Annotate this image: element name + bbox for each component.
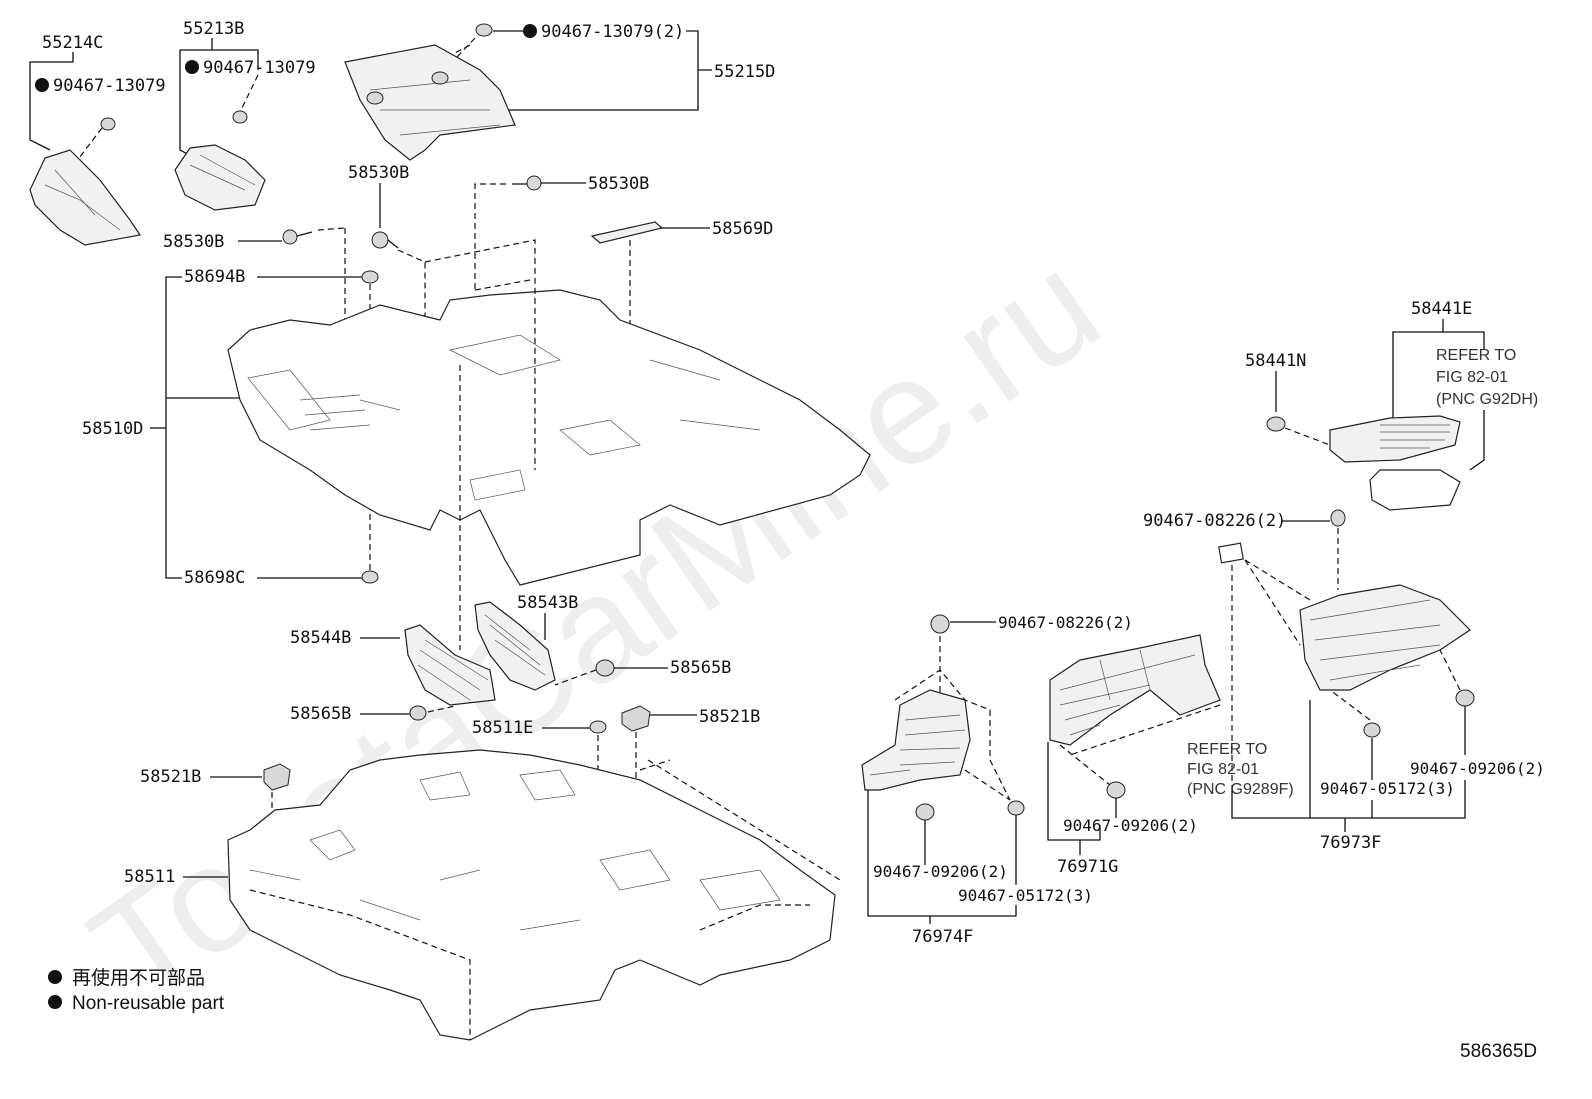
grommet-icon: [361, 270, 379, 284]
non-reusable-dot-icon: [523, 24, 537, 38]
label-58565B-2[interactable]: 58565B: [290, 704, 351, 724]
bolt-icon: [371, 231, 389, 249]
part-76974F-group: 90467-08226(2) 90467-09206(2) 90467-0517…: [861, 613, 1133, 947]
part-55214C-group: 55214C 90467-13079: [29, 33, 166, 246]
label-90467-08226-b[interactable]: 90467-08226(2): [998, 613, 1133, 632]
clip-icon: [1363, 722, 1381, 738]
clip-icon: [409, 705, 427, 721]
label-90467-05172-b[interactable]: 90467-05172(3): [1320, 779, 1455, 798]
part-58441-group: 58441E REFER TO FIG 82-01 (PNC G92DH) 58…: [1245, 299, 1538, 511]
fastener-58565B-group: 58565B 58565B: [290, 658, 731, 724]
label-58698C[interactable]: 58698C: [184, 568, 245, 588]
legend: 再使用不可部品 Non-reusable part: [48, 967, 225, 1014]
label-58511[interactable]: 58511: [124, 867, 175, 887]
part-55215D-group: 90467-13079(2) 55215D: [344, 22, 775, 161]
label-58569D[interactable]: 58569D: [712, 219, 773, 239]
part-58544B-group: 58544B: [290, 624, 496, 706]
clip-icon: [595, 659, 615, 677]
ref-58441E-line2: FIG 82-01: [1436, 369, 1508, 386]
label-76974F[interactable]: 76974F: [912, 927, 973, 947]
label-58565B-1[interactable]: 58565B: [670, 658, 731, 678]
label-55213B[interactable]: 55213B: [183, 19, 244, 39]
part-58510D-group: 58694B 58510D 58698C: [82, 239, 871, 588]
grommet-icon: [361, 570, 379, 584]
label-90467-08226-a[interactable]: 90467-08226(2): [1143, 511, 1286, 531]
non-reusable-dot-icon: [185, 60, 199, 74]
label-58441E[interactable]: 58441E: [1411, 299, 1472, 319]
label-58510D[interactable]: 58510D: [82, 419, 143, 439]
label-58530B-2[interactable]: 58530B: [588, 174, 649, 194]
ref-58441E-line3: (PNC G92DH): [1436, 391, 1538, 408]
label-58521B-1[interactable]: 58521B: [699, 707, 760, 727]
label-90467-09206-c[interactable]: 90467-09206(2): [1410, 759, 1545, 778]
part-55213B-group: 55213B 90467-13079: [174, 19, 316, 211]
label-58521B-2[interactable]: 58521B: [140, 767, 201, 787]
clip-icon: [1266, 416, 1286, 432]
part-76971G-shape: [1049, 634, 1221, 746]
part-58441-cover-shape: [1369, 469, 1461, 511]
part-58569D-group: 58569D: [590, 219, 773, 400]
clip-icon: [100, 117, 116, 131]
bolt-icon: [282, 229, 298, 245]
label-58544B[interactable]: 58544B: [290, 628, 351, 648]
label-90467-13079-a[interactable]: 90467-13079: [53, 76, 166, 96]
label-58441N[interactable]: 58441N: [1245, 351, 1306, 371]
legend-jp: 再使用不可部品: [72, 967, 205, 989]
label-55214C[interactable]: 55214C: [42, 33, 103, 53]
non-reusable-dot-icon: [48, 970, 62, 984]
ref-58441E-line1: REFER TO: [1436, 347, 1516, 364]
fastener-58530B-group: 58530B 58530B 58530B: [163, 163, 649, 440]
part-76974F-shape: [861, 689, 971, 791]
clip-icon: [1007, 800, 1025, 816]
part-58441E-shape: [1329, 415, 1461, 463]
label-58694B[interactable]: 58694B: [184, 267, 245, 287]
floor-carpet-rear-shape: [227, 749, 836, 1041]
clip-58521B-icon: [263, 763, 291, 791]
part-55213B-shape: [174, 144, 266, 211]
grommet-icon: [589, 720, 607, 734]
label-90467-09206-a[interactable]: 90467-09206(2): [873, 862, 1008, 881]
part-76971G-group: 90467-09206(2) 76971G: [1047, 634, 1221, 877]
clip-icon: [915, 803, 935, 821]
figure-reference: 586365D: [1460, 1041, 1537, 1062]
part-58543B-group: 58543B: [459, 365, 578, 691]
part-55214C-shape: [29, 149, 142, 246]
ref-76973F-line3: (PNC G9289F): [1187, 781, 1294, 798]
non-reusable-dot-icon: [35, 78, 49, 92]
label-55215D[interactable]: 55215D: [714, 62, 775, 82]
label-90467-13079-2[interactable]: 90467-13079(2): [541, 22, 684, 42]
label-90467-05172-a[interactable]: 90467-05172(3): [958, 886, 1093, 905]
label-90467-09206-b[interactable]: 90467-09206(2): [1063, 816, 1198, 835]
part-76973F-shape: [1299, 584, 1471, 691]
legend-en: Non-reusable part: [72, 993, 225, 1014]
part-58511-group: 58511: [124, 749, 836, 1041]
clip-icon: [1455, 689, 1475, 707]
clip-icon: [1330, 509, 1346, 527]
part-58569D-shape: [590, 221, 664, 244]
floor-carpet-front-shape: [227, 289, 871, 586]
non-reusable-dot-icon: [48, 995, 62, 1009]
label-58511E[interactable]: 58511E: [472, 718, 533, 738]
clip-58521B-icon: [621, 705, 651, 732]
part-55215D-shape: [344, 44, 516, 161]
reference-tag-icon: [1218, 542, 1244, 564]
clip-icon: [232, 110, 248, 124]
label-76971G[interactable]: 76971G: [1057, 857, 1118, 877]
bolt-icon: [526, 175, 542, 191]
clip-icon: [475, 23, 493, 37]
part-76973F-group: 90467-08226(2) REFER TO FIG 82-01 (PNC G…: [1143, 509, 1545, 853]
label-58543B[interactable]: 58543B: [517, 593, 578, 613]
label-76973F[interactable]: 76973F: [1320, 833, 1381, 853]
label-58530B-1[interactable]: 58530B: [348, 163, 409, 183]
label-90467-13079-b[interactable]: 90467-13079: [203, 58, 316, 78]
clip-icon: [930, 614, 950, 634]
ref-76973F-line2: FIG 82-01: [1187, 761, 1259, 778]
ref-76973F-line1: REFER TO: [1187, 741, 1267, 758]
label-58530B-3[interactable]: 58530B: [163, 232, 224, 252]
clip-icon: [1106, 781, 1126, 799]
